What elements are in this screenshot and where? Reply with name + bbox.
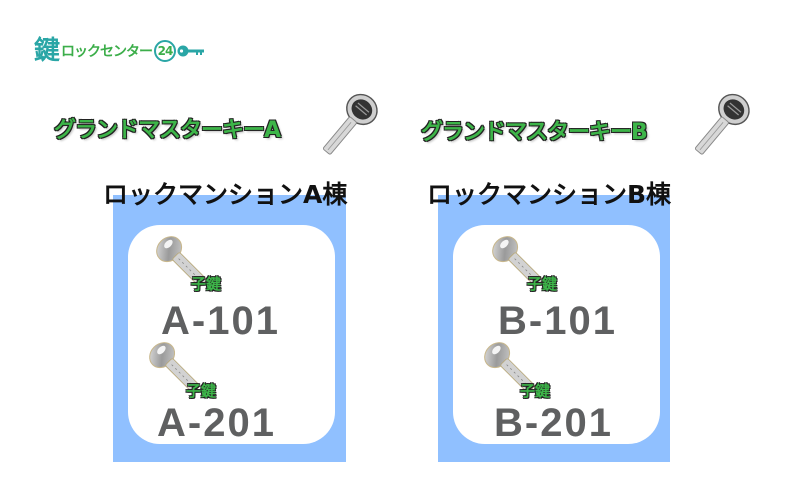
- logo-key-icon: [177, 45, 205, 57]
- logo-number: 24: [154, 40, 177, 62]
- building-a-card: [128, 225, 335, 444]
- room-number: B-201: [494, 401, 613, 445]
- logo: 鍵 ロックセンター 24: [34, 36, 205, 66]
- room-number: B-101: [498, 299, 617, 343]
- master-key-icon: [684, 90, 756, 162]
- building-b-card: [453, 225, 660, 444]
- building-b-title: ロックマンションB棟: [427, 180, 672, 209]
- building-a-title: ロックマンションA棟: [103, 180, 348, 209]
- room-number: A-101: [161, 299, 280, 343]
- room-number: A-201: [157, 401, 276, 445]
- child-key-label: 子鍵: [186, 382, 217, 400]
- grand-master-key-b-title: グランドマスターキーB: [420, 119, 648, 145]
- logo-kanji: 鍵: [34, 36, 60, 66]
- child-key-label: 子鍵: [520, 382, 551, 400]
- child-key-label: 子鍵: [527, 275, 558, 293]
- child-key-label: 子鍵: [191, 275, 222, 293]
- master-key-icon: [312, 90, 384, 162]
- logo-text: ロックセンター: [61, 44, 153, 60]
- grand-master-key-a-title: グランドマスターキーA: [53, 117, 281, 143]
